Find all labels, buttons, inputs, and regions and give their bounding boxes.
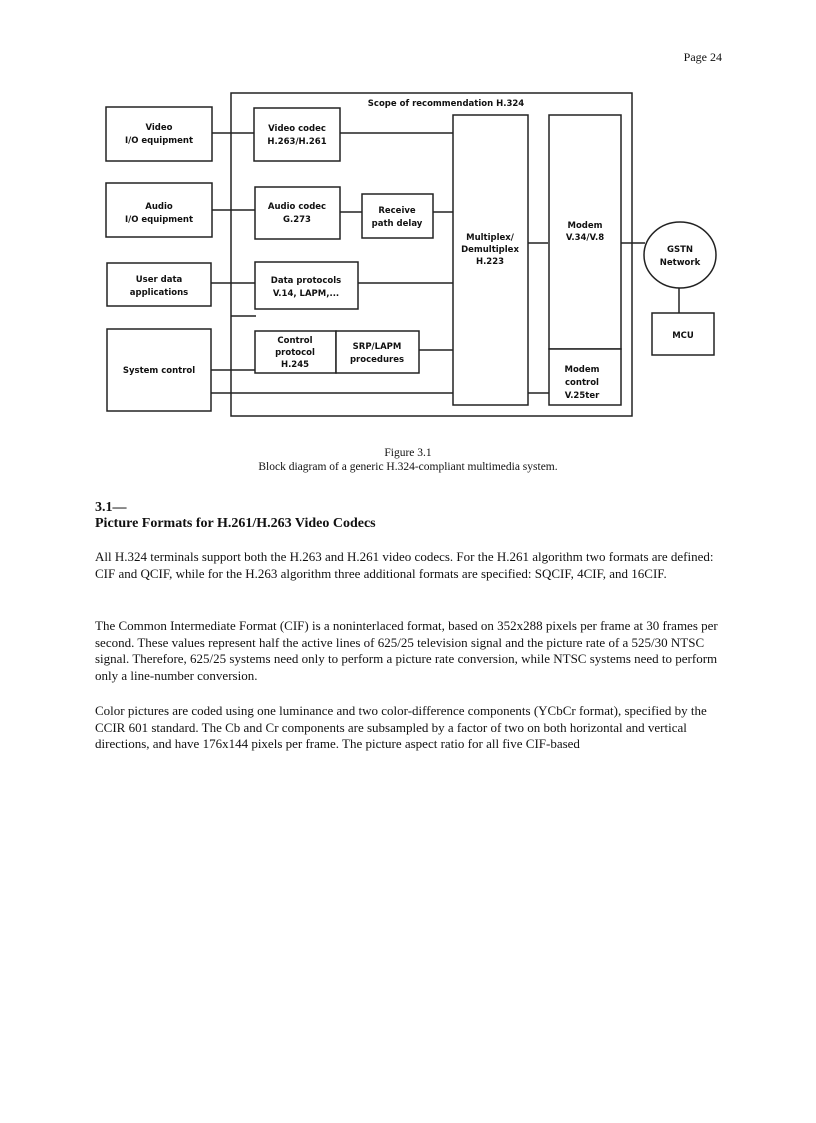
svg-text:protocol: protocol <box>275 348 315 358</box>
svg-text:Audio codec: Audio codec <box>268 202 326 212</box>
svg-text:Modem: Modem <box>567 221 602 231</box>
page-number: Page 24 <box>683 50 722 64</box>
svg-text:User data: User data <box>136 275 183 285</box>
srp-lapm-block: SRP/LAPM procedures <box>335 330 420 374</box>
section-title: Picture Formats for H.261/H.263 Video Co… <box>95 516 376 531</box>
svg-text:Receive: Receive <box>378 206 416 216</box>
svg-text:MCU: MCU <box>672 331 694 341</box>
svg-text:applications: applications <box>130 288 188 298</box>
video-codec-block: Video codec H.263/H.261 <box>253 107 341 162</box>
data-protocols-block: Data protocols V.14, LAPM,... <box>254 261 359 310</box>
svg-text:Control: Control <box>277 336 312 346</box>
svg-text:procedures: procedures <box>350 355 404 365</box>
svg-text:V.34/V.8: V.34/V.8 <box>566 233 604 243</box>
figure-caption: Block diagram of a generic H.324-complia… <box>258 461 558 473</box>
paragraph: Color pictures are coded using one lumin… <box>95 703 707 751</box>
svg-text:path delay: path delay <box>372 219 423 229</box>
svg-text:SRP/LAPM: SRP/LAPM <box>353 342 402 352</box>
svg-text:System control: System control <box>123 366 195 376</box>
multiplex-block: Multiplex/ Demultiplex H.223 <box>452 114 529 406</box>
section-number: 3.1— <box>95 500 127 515</box>
svg-text:H.263/H.261: H.263/H.261 <box>267 137 326 147</box>
svg-text:I/O equipment: I/O equipment <box>125 136 193 146</box>
audio-io-block: Audio I/O equipment <box>105 182 213 238</box>
svg-text:Audio: Audio <box>145 202 173 212</box>
svg-text:Modem: Modem <box>564 365 599 375</box>
paragraph: The Common Intermediate Format (CIF) is … <box>95 618 718 683</box>
svg-text:H.245: H.245 <box>281 360 309 370</box>
svg-text:control: control <box>565 378 599 388</box>
block-diagram: Scope of recommendation H.324 Video I/O … <box>105 92 717 417</box>
control-protocol-block: Control protocol H.245 <box>254 330 337 374</box>
svg-text:Video codec: Video codec <box>268 124 326 134</box>
svg-text:V.14, LAPM,...: V.14, LAPM,... <box>273 289 339 299</box>
modem-control-block: Modem control V.25ter <box>548 348 622 406</box>
receive-path-delay-block: Receive path delay <box>361 193 434 239</box>
svg-text:Demultiplex: Demultiplex <box>461 245 519 255</box>
modem-block: Modem V.34/V.8 <box>548 114 622 350</box>
gstn-network-block: GSTN Network <box>643 221 717 289</box>
mcu-block: MCU <box>651 312 715 356</box>
figure-number: Figure 3.1 <box>384 447 432 459</box>
scope-label: Scope of recommendation H.324 <box>368 99 524 109</box>
svg-text:Multiplex/: Multiplex/ <box>466 233 515 243</box>
video-io-block: Video I/O equipment <box>105 106 213 162</box>
svg-text:GSTN: GSTN <box>667 245 693 255</box>
svg-text:Video: Video <box>145 123 172 133</box>
svg-text:G.273: G.273 <box>283 215 311 225</box>
svg-text:Network: Network <box>660 258 701 268</box>
system-control-block: System control <box>106 328 212 412</box>
svg-text:I/O equipment: I/O equipment <box>125 215 193 225</box>
svg-text:Data protocols: Data protocols <box>271 276 341 286</box>
scope-box <box>230 92 633 417</box>
svg-text:H.223: H.223 <box>476 257 504 267</box>
svg-text:V.25ter: V.25ter <box>565 391 600 401</box>
user-data-block: User data applications <box>106 262 212 307</box>
paragraph: All H.324 terminals support both the H.2… <box>95 549 714 581</box>
audio-codec-block: Audio codec G.273 <box>254 186 341 240</box>
